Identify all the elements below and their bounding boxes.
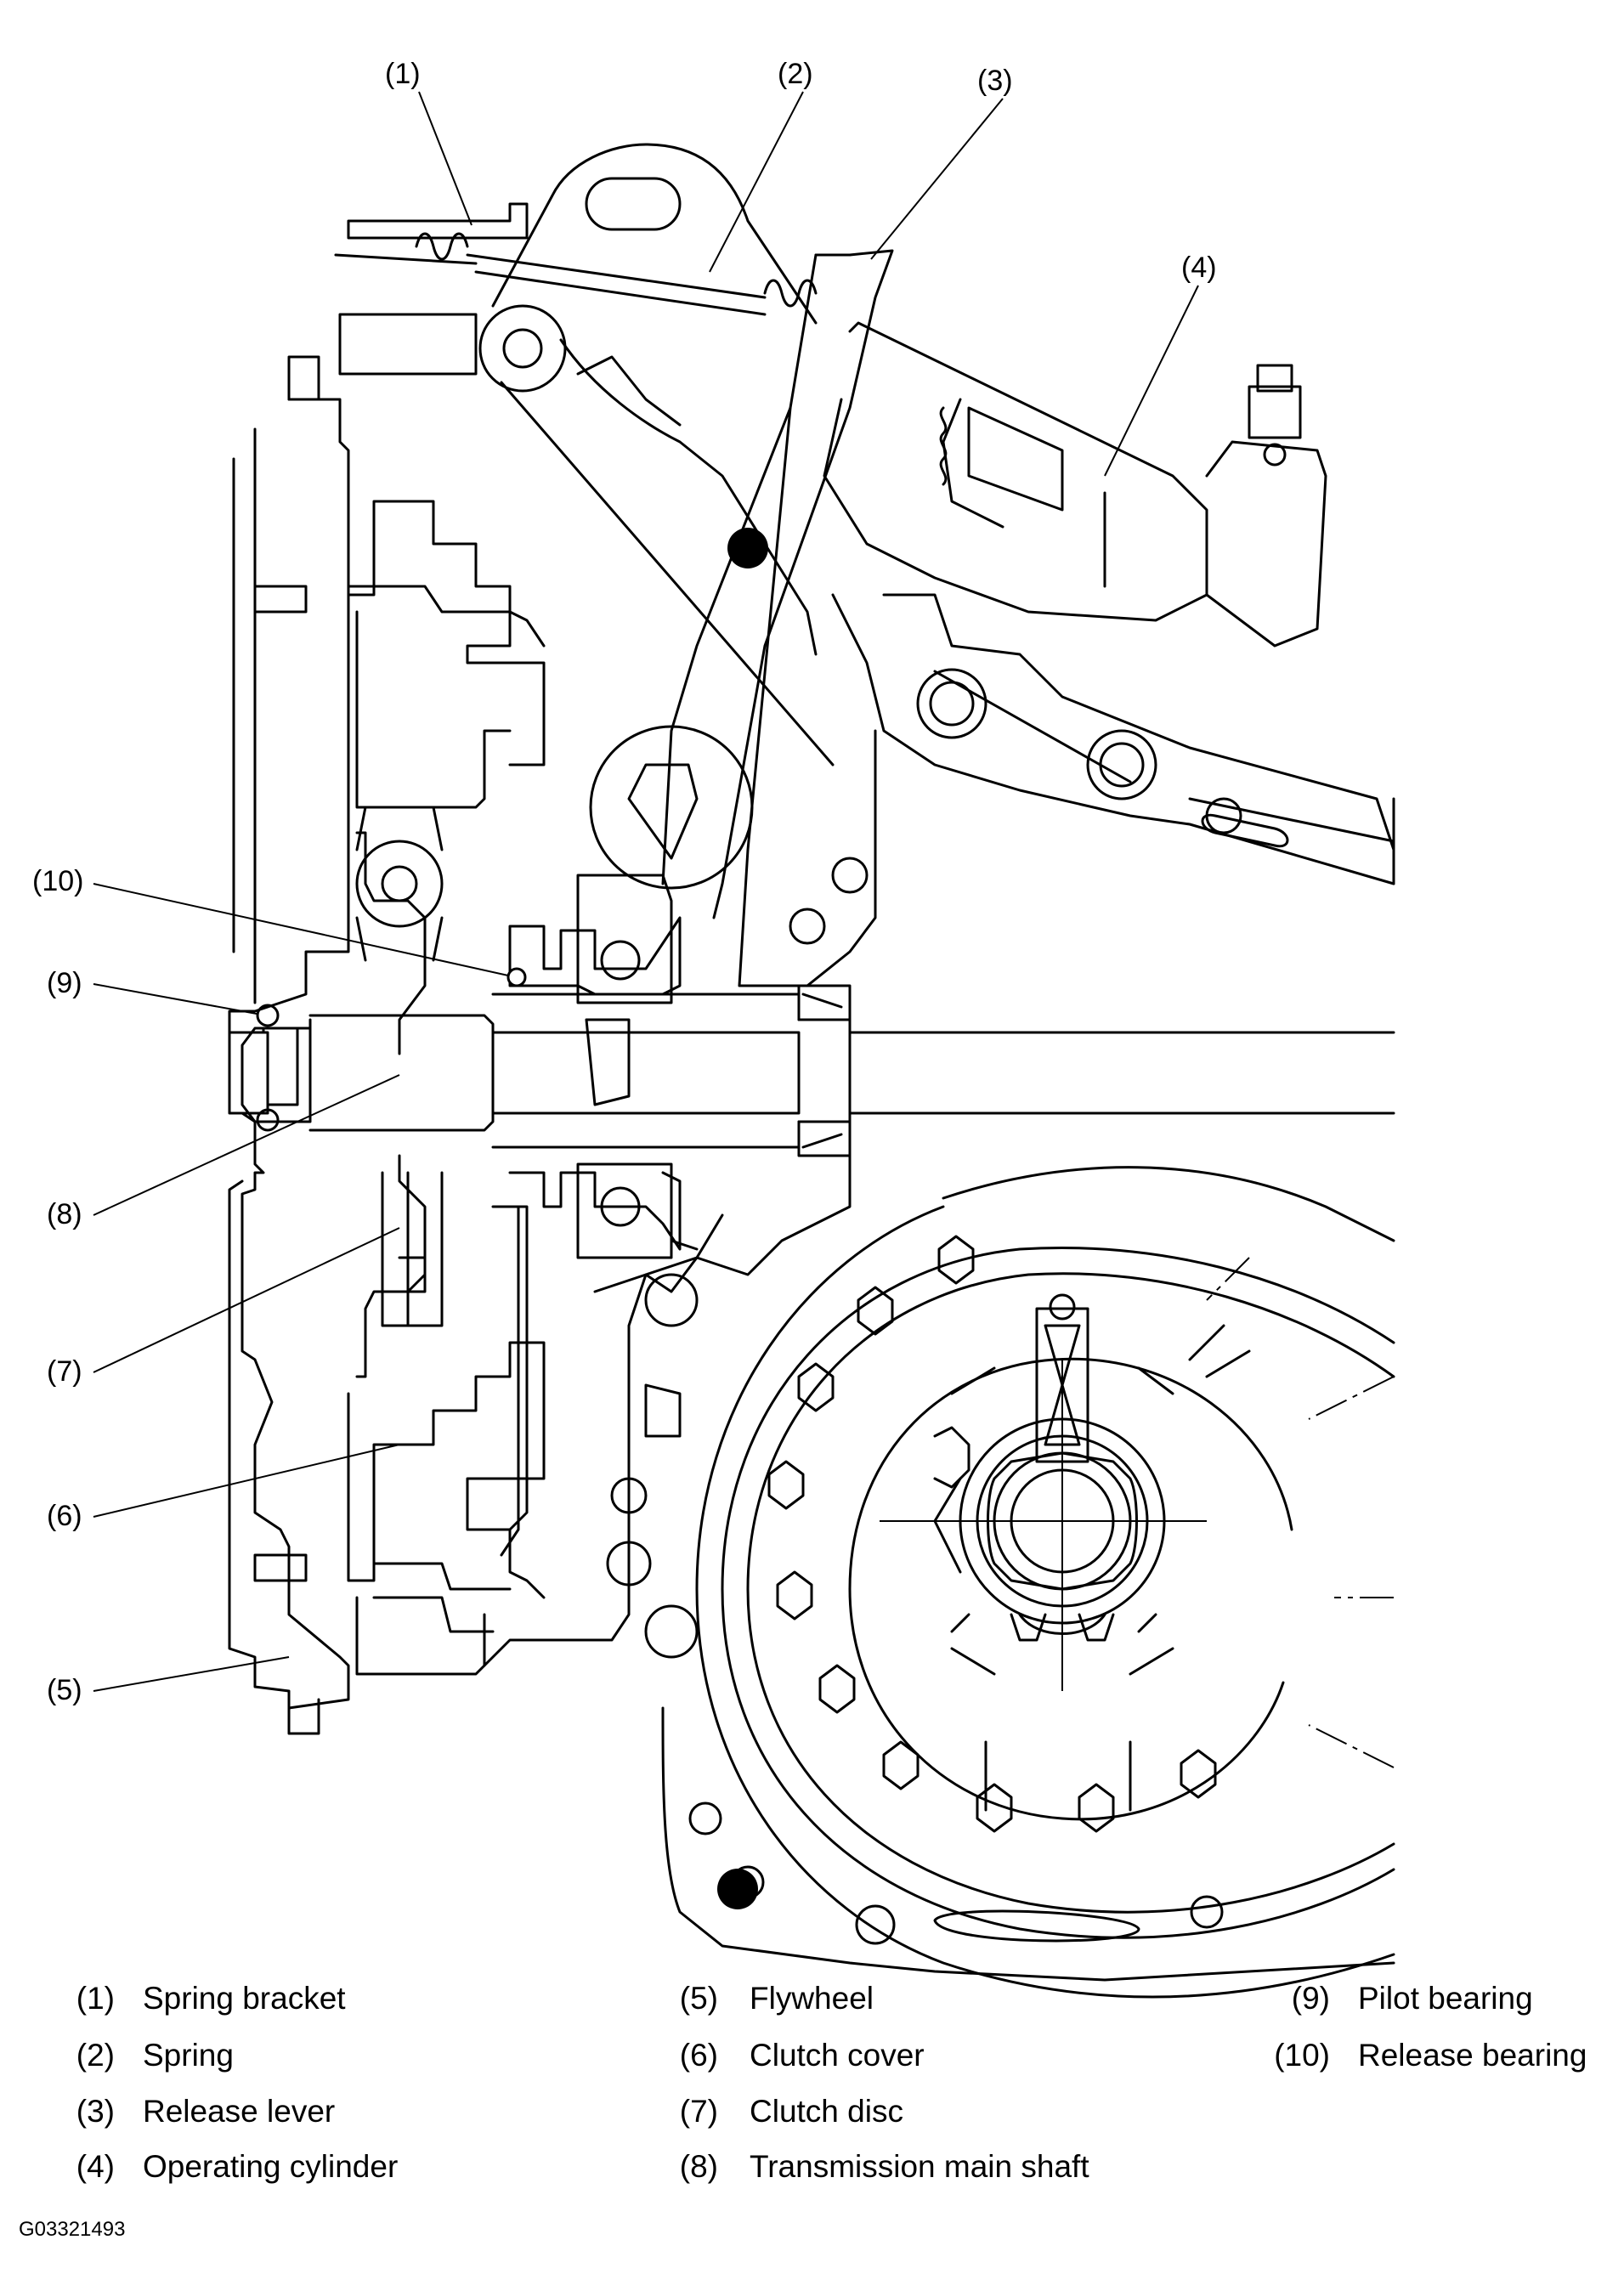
ring-gear-bolts	[767, 1235, 1217, 1833]
legend-num-9: (9)	[1291, 1981, 1330, 2016]
callout-4: (4)	[1181, 252, 1217, 284]
legend-label-3: Release lever	[143, 2094, 336, 2129]
legend-label-2: Spring	[143, 2038, 234, 2073]
callout-2: (2)	[778, 58, 813, 90]
callout-7: (7)	[47, 1355, 82, 1388]
legend-label-7: Clutch disc	[750, 2094, 903, 2129]
callouts: (1) (2) (3) (4) (10) (9) (8) (7) (6) (5)	[32, 58, 1217, 1706]
legend-num-3: (3)	[76, 2094, 115, 2129]
pivot-marker-icon	[727, 528, 768, 568]
callout-8: (8)	[47, 1198, 82, 1230]
flywheel-drawing	[228, 355, 350, 1735]
transmission-case-drawing	[483, 406, 1395, 1667]
clutch-disc-drawing	[355, 806, 444, 1327]
legend-label-10: Release bearing	[1358, 2038, 1587, 2073]
reference-marker-icon	[717, 1869, 758, 1909]
callout-3: (3)	[977, 65, 1013, 97]
main-shaft-drawing	[240, 984, 1395, 1157]
legend-label-9: Pilot bearing	[1358, 1981, 1533, 2016]
legend-num-10: (10)	[1274, 2038, 1330, 2073]
callout-1: (1)	[385, 58, 421, 90]
clutch-cover-drawing	[347, 491, 546, 1676]
legend-num-2: (2)	[76, 2038, 115, 2073]
legend-label-1: Spring bracket	[143, 1981, 346, 2016]
legend-num-1: (1)	[76, 1981, 115, 2016]
legend-num-7: (7)	[679, 2094, 718, 2129]
callout-5: (5)	[47, 1674, 82, 1706]
callout-6: (6)	[47, 1500, 82, 1532]
callout-9: (9)	[47, 967, 82, 999]
legend-label-4: Operating cylinder	[143, 2149, 399, 2184]
figure-code: G03321493	[19, 2218, 126, 2241]
legend-num-5: (5)	[679, 1981, 718, 2016]
differential-gear-drawing	[661, 1166, 1395, 1999]
callout-10: (10)	[32, 865, 83, 897]
spring-bracket-drawing	[334, 143, 835, 766]
operating-cylinder-drawing	[823, 321, 1395, 851]
legend-num-6: (6)	[679, 2038, 718, 2073]
legend-num-8: (8)	[679, 2149, 718, 2184]
legend-num-4: (4)	[76, 2149, 115, 2184]
release-bearing-drawing	[506, 874, 682, 1259]
legend-label-6: Clutch cover	[750, 2038, 925, 2073]
legend-label-5: Flywheel	[750, 1981, 874, 2016]
legend-label-8: Transmission main shaft	[750, 2149, 1089, 2184]
